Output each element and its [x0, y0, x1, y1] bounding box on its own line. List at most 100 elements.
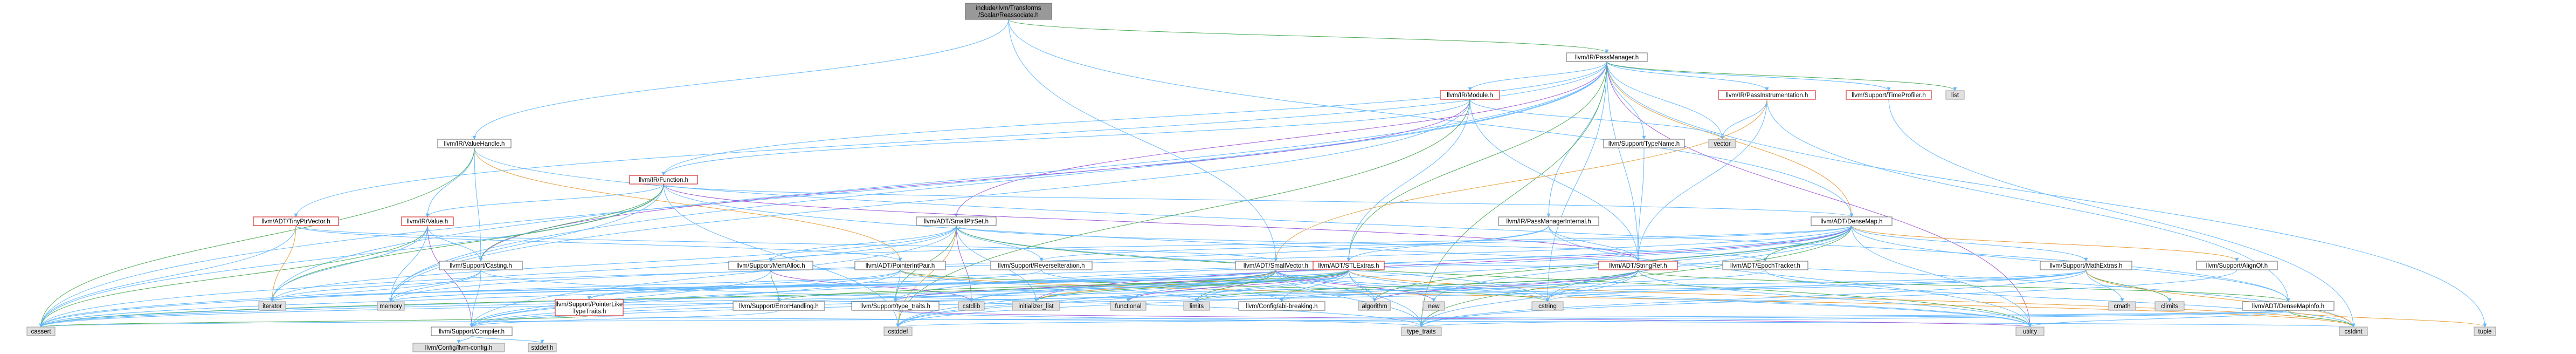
node-memalloc[interactable]: llvm/Support/MemAlloc.h: [728, 261, 813, 270]
node-densemap[interactable]: llvm/ADT/DenseMap.h: [1811, 216, 1893, 226]
node-std_typetraits: type_traits: [1401, 326, 1442, 336]
node-function[interactable]: llvm/IR/Function.h: [629, 175, 698, 185]
node-smallptrset[interactable]: llvm/ADT/SmallPtrSet.h: [916, 216, 997, 226]
edge-root-to-smallvector: [1008, 19, 1278, 262]
edge-module-to-stringref: [1469, 99, 1640, 262]
node-label-llvmconfig: llvm/Config/llvm-config.h: [425, 345, 493, 351]
node-label-tuple: tuple: [2478, 329, 2492, 335]
edge-smallptrset-to-iterator: [270, 225, 957, 302]
node-label-module: llvm/IR/Module.h: [1447, 92, 1493, 99]
node-box-passinstr: [1718, 90, 1816, 100]
edge-stringref-to-cstring: [1545, 269, 1639, 302]
edge-passmanager-to-function: [661, 61, 1607, 176]
node-reverseiter[interactable]: llvm/Support/ReverseIteration.h: [990, 261, 1093, 270]
edge-memalloc-to-compiler: [469, 269, 771, 328]
node-cassert: cassert: [26, 326, 56, 336]
edge-passmanager-to-stlextras: [1346, 61, 1607, 262]
node-box-compiler: [431, 326, 513, 336]
edge-irvalue-to-memory: [389, 225, 428, 302]
edge-valuehandle-to-casting: [474, 147, 483, 262]
edge-passinstr-to-densemapinfo: [1766, 99, 2290, 302]
node-pointerintpair[interactable]: llvm/ADT/PointerIntPair.h: [854, 261, 946, 270]
node-label-std_typetraits: type_traits: [1407, 329, 1435, 335]
node-box-cstdint: [2339, 326, 2368, 336]
node-functional: functional: [1110, 301, 1147, 311]
edge-root-to-passmanager: [1008, 19, 1609, 53]
node-passinstr[interactable]: llvm/IR/PassInstrumentation.h: [1718, 90, 1816, 100]
edge-alignof-to-std_typetraits: [1419, 269, 2237, 328]
node-label-densemapinfo: llvm/ADT/DenseMapInfo.h: [2252, 303, 2324, 310]
edge-stlextras-to-iterator: [270, 269, 1349, 302]
edge-smallptrset-to-utility: [956, 225, 2032, 328]
node-passmanager[interactable]: llvm/IR/PassManager.h: [1566, 52, 1648, 62]
node-llvmconfig: llvm/Config/llvm-config.h: [412, 343, 505, 352]
edge-casting-to-cassert: [39, 269, 481, 328]
node-typetraits[interactable]: llvm/Support/type_traits.h: [851, 301, 940, 311]
edge-mathextras-to-limits: [1194, 269, 2087, 302]
edge-passinstr-to-stringref: [1636, 99, 1767, 262]
edge-irvalue-to-compiler: [427, 225, 474, 328]
node-label-cmath: cmath: [2114, 303, 2130, 310]
node-label-typename: llvm/Support/TypeName.h: [1608, 141, 1680, 147]
node-label-limits: limits: [1190, 303, 1204, 310]
node-utility: utility: [2015, 326, 2045, 336]
edge-passmanager-to-typename: [1606, 61, 1646, 140]
node-box-root: [965, 3, 1052, 20]
node-compiler[interactable]: llvm/Support/Compiler.h: [431, 326, 513, 336]
edge-irvalue-to-iterator: [270, 225, 428, 302]
edge-stlextras-to-memory: [389, 269, 1349, 302]
node-tinyptrvector[interactable]: llvm/ADT/TinyPtrVector.h: [253, 216, 339, 226]
node-box-densemapinfo: [2242, 301, 2335, 311]
edges-layer: [39, 19, 2487, 344]
edge-irvalue-to-cassert: [39, 225, 428, 328]
node-typename[interactable]: llvm/Support/TypeName.h: [1603, 139, 1685, 148]
edge-mathextras-to-cstring: [1545, 269, 2087, 302]
node-alignof[interactable]: llvm/Support/AlignOf.h: [2196, 261, 2278, 270]
edge-ptrliketypetraits-to-cstdint: [589, 315, 2354, 328]
edge-densemap-to-memalloc: [769, 225, 1852, 262]
node-stlextras[interactable]: llvm/ADT/STLExtras.h: [1313, 261, 1385, 270]
node-root: include/llvm/Transforms/Scalar/Reassocia…: [965, 3, 1052, 20]
node-label-cstddef: cstddef: [888, 329, 908, 335]
edge-tinyptrvector-to-pointerintpair: [295, 225, 902, 262]
node-casting[interactable]: llvm/Support/Casting.h: [439, 261, 523, 270]
edge-stringref-to-stlextras: [1346, 261, 1639, 270]
node-label-stlextras: llvm/ADT/STLExtras.h: [1318, 263, 1379, 269]
node-label-pminternal: llvm/IR/PassManagerInternal.h: [1506, 219, 1591, 225]
node-label-irvalue: llvm/IR/Value.h: [407, 219, 448, 225]
edge-passmanager-to-utility: [1606, 61, 2032, 328]
node-stringref[interactable]: llvm/ADT/StringRef.h: [1598, 261, 1678, 270]
edge-irvalue-to-casting: [427, 225, 483, 262]
node-box-limits: [1183, 301, 1210, 311]
edge-smallptrset-to-compiler: [469, 225, 957, 328]
edge-passinstr-to-vector: [1720, 99, 1767, 140]
node-irvalue[interactable]: llvm/IR/Value.h: [401, 216, 454, 226]
node-list: list: [1945, 90, 1965, 100]
node-module[interactable]: llvm/IR/Module.h: [1440, 90, 1500, 100]
node-densemapinfo[interactable]: llvm/ADT/DenseMapInfo.h: [2242, 301, 2335, 311]
edge-densemap-to-alignof: [1851, 225, 2239, 262]
node-timeprofiler[interactable]: llvm/Support/TimeProfiler.h: [1846, 90, 1932, 100]
node-label-timeprofiler: llvm/Support/TimeProfiler.h: [1852, 92, 1926, 99]
node-box-llvmconfig: [412, 343, 505, 352]
edge-module-to-stlextras: [1346, 99, 1470, 262]
node-abibreaking[interactable]: llvm/Config/abi-breaking.h: [1238, 301, 1325, 311]
node-smallvector[interactable]: llvm/ADT/SmallVector.h: [1235, 261, 1317, 270]
node-box-smallptrset: [916, 216, 997, 226]
nodes-layer: include/llvm/Transforms/Scalar/Reassocia…: [26, 3, 2496, 352]
node-pminternal[interactable]: llvm/IR/PassManagerInternal.h: [1498, 216, 1599, 226]
edge-mathextras-to-std_typetraits: [1419, 269, 2087, 328]
node-box-algorithm: [1358, 301, 1391, 311]
node-mathextras[interactable]: llvm/Support/MathExtras.h: [2040, 261, 2132, 270]
edge-stringref-to-algorithm: [1372, 269, 1639, 302]
edge-densemapinfo-to-std_typetraits: [1420, 310, 2289, 328]
node-valuehandle[interactable]: llvm/IR/ValueHandle.h: [437, 139, 512, 148]
node-label-utility: utility: [2023, 329, 2037, 335]
edge-smallvector-to-memory: [389, 269, 1276, 302]
node-errorhandling[interactable]: llvm/Support/ErrorHandling.h: [733, 301, 825, 311]
node-box-densemap: [1811, 216, 1893, 226]
node-epochtracker[interactable]: llvm/ADT/EpochTracker.h: [1722, 261, 1808, 270]
edge-passmanager-to-std_typetraits: [1419, 61, 1607, 328]
